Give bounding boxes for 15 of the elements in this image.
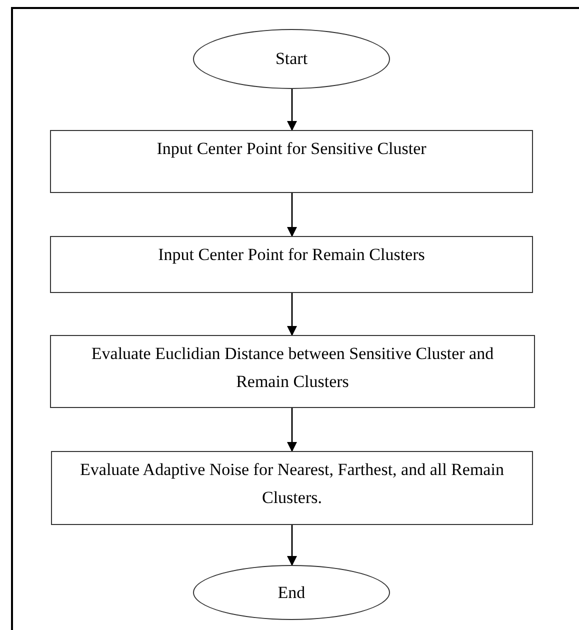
process-box bbox=[50, 236, 533, 293]
arrow bbox=[287, 193, 297, 237]
arrow bbox=[287, 408, 297, 452]
process-box bbox=[50, 130, 533, 193]
process-box bbox=[50, 335, 535, 408]
node-text: Input Center Point for Sensitive Cluster bbox=[156, 138, 426, 160]
arrow bbox=[287, 525, 297, 566]
process-box bbox=[51, 451, 533, 525]
node-text: Input Center Point for Remain Clusters bbox=[158, 244, 425, 266]
node-text: Evaluate Euclidian Distance between Sensitive Cluster and Remain Clusters bbox=[90, 343, 495, 393]
arrow bbox=[287, 293, 297, 336]
arrow bbox=[287, 89, 297, 131]
node-text: Start bbox=[275, 48, 308, 70]
node-text: Evaluate Adaptive Noise for Nearest, Farthest, and all Remain Clusters. bbox=[79, 459, 505, 509]
node-text: End bbox=[278, 582, 306, 604]
